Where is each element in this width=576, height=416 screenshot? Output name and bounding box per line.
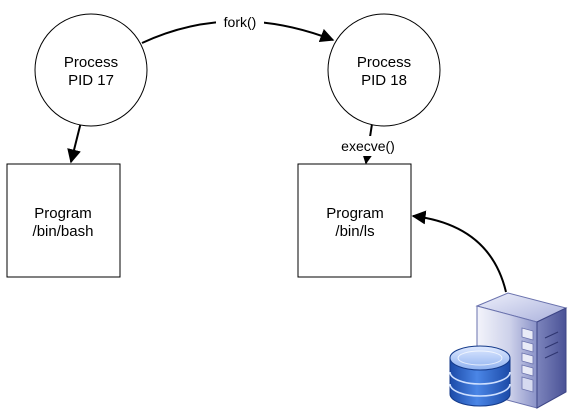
program-ls-label-line1: Program [326,205,384,222]
process-pid-17-node[interactable]: Process PID 17 [34,13,148,127]
database-cylinder-icon [449,345,511,407]
execve-label-bg [336,136,400,156]
process-pid-17-label-line1: Process [64,54,118,71]
process-pid-17-circle [34,13,148,127]
process17-bash-arrow [67,121,82,164]
server-database-icon[interactable] [449,292,568,409]
edge-execve: execve() [336,123,400,165]
edge-storage-to-ls [411,210,507,293]
storage-ls-arrow [411,210,507,293]
process-pid-18-label-line1: Process [357,54,411,71]
program-bash-box [6,163,121,278]
execve-label: execve() [341,138,395,154]
edge-process17-to-bash [67,121,82,164]
program-bash-label-line1: Program [34,205,92,222]
program-bash-label-line2: /bin/bash [33,223,94,240]
program-ls-label-line2: /bin/ls [335,223,374,240]
program-ls-box [297,163,412,278]
program-bash-node[interactable]: Program /bin/bash [6,163,121,278]
process-pid-18-label-line2: PID 18 [361,72,407,89]
program-ls-node[interactable]: Program /bin/ls [297,163,412,278]
process-pid-17-label-line2: PID 17 [68,72,114,89]
process-pid-18-node[interactable]: Process PID 18 [327,13,441,127]
process-pid-18-circle [327,13,441,127]
fork-label-bg [216,12,264,32]
fork-label: fork() [224,14,257,30]
edge-fork: fork() [141,12,335,44]
